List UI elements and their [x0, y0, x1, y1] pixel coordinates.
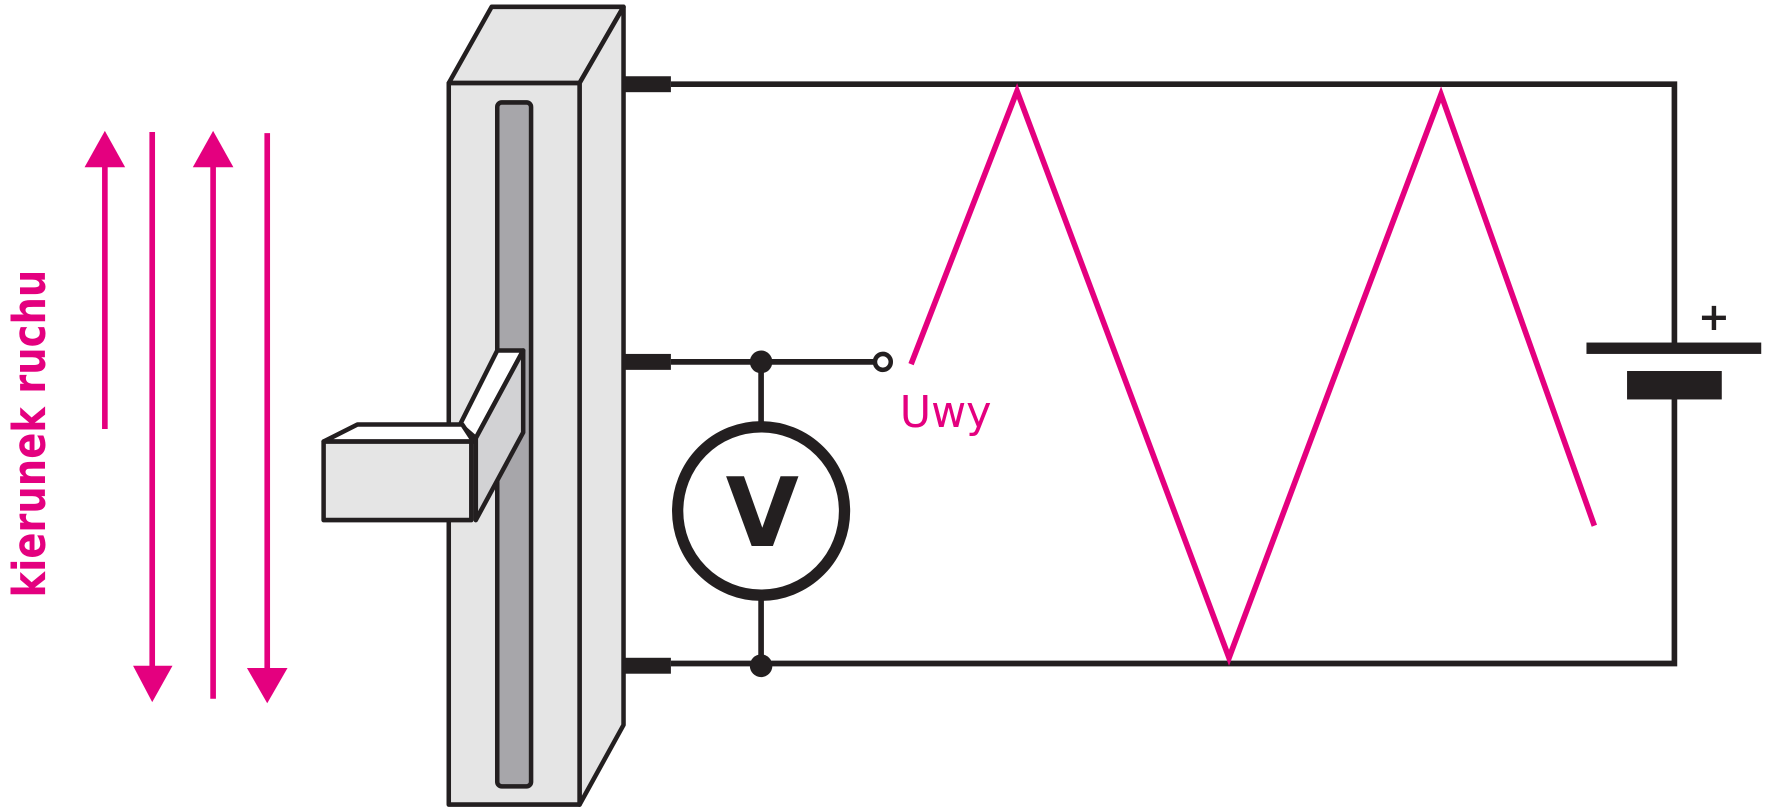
- terminal-bottom: [623, 657, 671, 674]
- motion-direction-label: kierunek ruchu: [3, 270, 56, 598]
- arrow-up-1: [84, 130, 126, 430]
- arrow-down-2: [246, 133, 288, 704]
- slider[interactable]: [321, 348, 526, 523]
- motion-arrows: [84, 130, 288, 704]
- slider-front-face: [321, 439, 474, 523]
- voltmeter-label: V: [726, 459, 800, 570]
- battery: +: [1586, 295, 1762, 400]
- output-waveform: [908, 83, 1598, 666]
- terminal-top: [623, 76, 671, 93]
- arrow-up-2: [192, 130, 234, 699]
- arrow-down-1: [133, 132, 173, 703]
- wiper-arm-side: [473, 348, 526, 523]
- terminal-wiper: [623, 353, 671, 370]
- output-terminal: [872, 351, 894, 373]
- junction-dot-bottom: [749, 654, 773, 678]
- potentiometer-side-face: [577, 4, 626, 807]
- terminals: [623, 76, 671, 674]
- battery-positive-plate: [1586, 342, 1762, 354]
- battery-negative-plate: [1627, 370, 1722, 400]
- junction-dot-top: [749, 350, 773, 374]
- battery-plus-sign: +: [1698, 295, 1730, 340]
- slider-top-face: [321, 422, 476, 444]
- circuit-wires: [670, 81, 1678, 667]
- voltmeter: V: [672, 421, 851, 601]
- output-voltage-label: Uwy: [900, 388, 992, 438]
